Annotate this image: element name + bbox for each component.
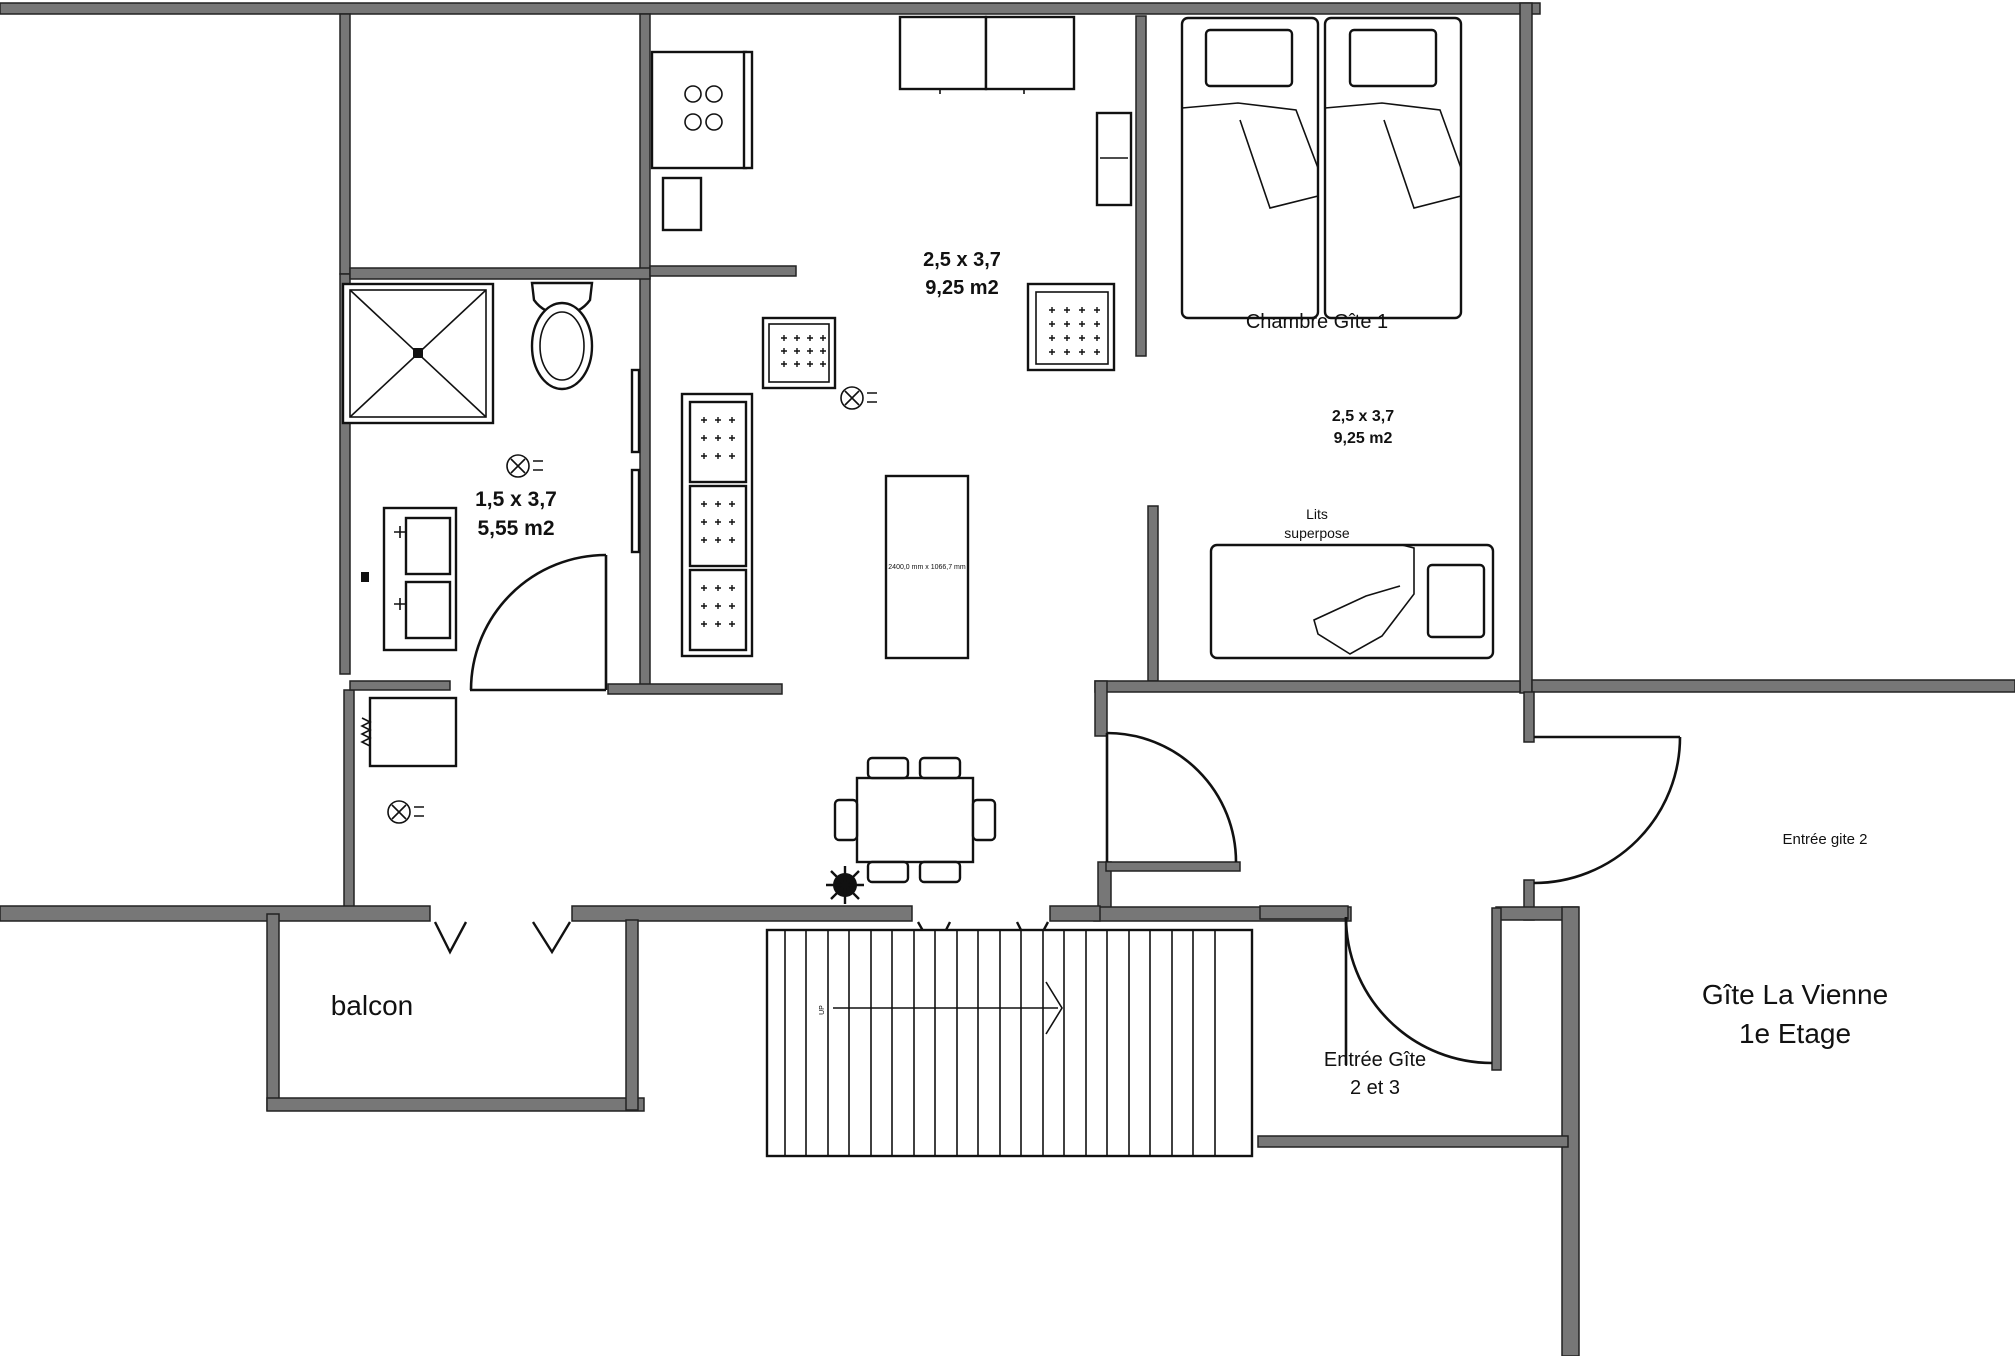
cushion-mark [1049,307,1055,313]
cushion-mark [701,537,707,543]
entry-2-3-line1: Entrée Gîte [1324,1049,1426,1071]
cushion-mark [701,435,707,441]
bedroom-area: 9,25 m2 [1334,430,1393,447]
cushion-mark [715,435,721,441]
fan-icon [506,454,543,478]
bedroom-name: Chambre Gîte 1 [1246,311,1388,333]
cushion-mark [701,621,707,627]
cushion-mark [715,519,721,525]
cushion-mark [1064,335,1070,341]
entry-2-label: Entrée gite 2 [1782,831,1867,848]
cushion-mark [1064,321,1070,327]
cushion-mark [807,335,813,341]
plan-title-line1: Gîte La Vienne [1702,979,1888,1010]
cushion-mark [701,453,707,459]
cushion-mark [715,501,721,507]
cushion-mark [820,348,826,354]
bunk-label-line1: Lits [1306,506,1328,522]
entry-2-3-line2: 2 et 3 [1350,1077,1400,1099]
bed-icon [1323,16,1463,320]
cushion-mark [701,501,707,507]
sofa-icon [680,392,754,658]
bedroom-dims: 2,5 x 3,7 [1332,408,1394,425]
cushion-mark [781,348,787,354]
doors [433,553,1682,1065]
bed-icon [1180,16,1320,320]
armchair-icon [1026,282,1116,372]
cushion-mark [781,361,787,367]
cushion-mark [1049,321,1055,327]
cushion-mark [715,453,721,459]
cushion-mark [715,603,721,609]
oven-cabinet [661,176,703,232]
cushion-mark [729,519,735,525]
cushion-mark [729,603,735,609]
bunk-bed-icon [1209,543,1495,660]
cushion-mark [820,361,826,367]
cushion-mark [729,585,735,591]
bunk-label-line2: superpose [1284,525,1350,541]
radiator [360,696,458,768]
toilet-icon [530,281,594,391]
cushion-mark [729,621,735,627]
cushion-mark [715,417,721,423]
cushion-mark [794,348,800,354]
cushion-mark [1094,321,1100,327]
wardrobe [1095,111,1133,207]
cushion-mark [729,501,735,507]
fan-icon [387,800,424,824]
cushion-mark [794,335,800,341]
cushion-mark [1064,307,1070,313]
area-rug: 2400,0 mm x 1066,7 mm [884,474,970,660]
sink-icon [361,506,458,652]
cushion-mark [729,453,735,459]
cushion-mark [1094,349,1100,355]
cushion-mark [807,361,813,367]
staircase: UP [765,928,1254,1158]
fan-icon [840,386,877,410]
shower-rail [630,368,641,554]
cushion-mark [1079,321,1085,327]
cushion-mark [1094,335,1100,341]
stair-up-label: UP [819,1005,826,1015]
cushion-mark [1079,335,1085,341]
cushion-mark [1049,335,1055,341]
plant-icon [826,866,864,904]
plan-title-line2: 1e Etage [1739,1018,1851,1049]
cushion-mark [715,585,721,591]
cushion-mark [729,417,735,423]
cushion-mark [1079,349,1085,355]
balcony-label: balcon [331,990,414,1021]
shower-icon [341,282,495,425]
bathroom-dims: 1,5 x 3,7 [475,488,557,511]
cushion-mark [701,603,707,609]
dining-table [833,756,997,884]
armchair-icon [761,316,837,390]
cushion-mark [715,537,721,543]
cushion-mark [1064,349,1070,355]
cushion-mark [1079,307,1085,313]
stair-arrow-icon [833,981,1063,1035]
cushion-mark [794,361,800,367]
cushion-mark [701,417,707,423]
living-area: 9,25 m2 [925,277,998,299]
cushion-mark [715,621,721,627]
living-dims: 2,5 x 3,7 [923,249,1001,271]
cushion-mark [807,348,813,354]
labels: 2,5 x 3,7 9,25 m2 Chambre Gîte 1 2,5 x 3… [331,249,1888,1099]
cushion-mark [820,335,826,341]
cushion-mark [729,537,735,543]
rug-dimension-label: 2400,0 mm x 1066,7 mm [888,564,966,571]
cushion-mark [1094,307,1100,313]
cushion-mark [701,519,707,525]
cushion-mark [701,585,707,591]
kitchen-cabinets [898,15,1076,94]
cushion-mark [781,335,787,341]
stove-icon [650,50,754,170]
cushion-mark [729,435,735,441]
bathroom-area: 5,55 m2 [477,517,554,540]
cushion-mark [1049,349,1055,355]
